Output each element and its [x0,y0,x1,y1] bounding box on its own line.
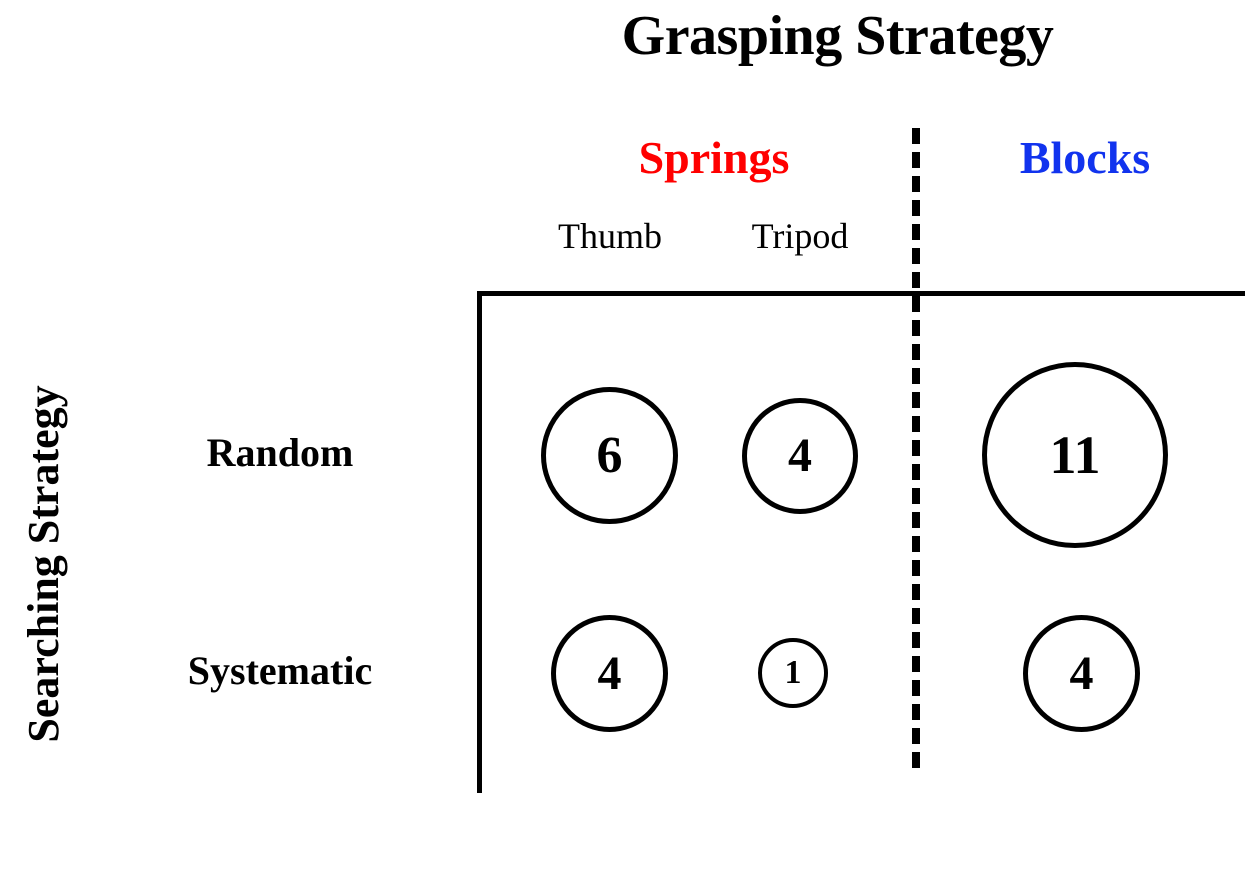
bubble-value-random-blocks: 11 [1049,425,1101,485]
bubble-value-systematic-blocks: 4 [1069,646,1094,700]
bubble-systematic-thumb: 4 [551,615,668,732]
bubble-random-thumb: 6 [541,387,678,524]
axis-line-vertical [477,291,482,793]
page-title: Grasping Strategy [621,5,1054,67]
bubble-value-random-thumb: 6 [596,426,623,484]
y-axis-title: Searching Strategy [19,385,68,743]
column-header-thumb: Thumb [558,216,662,256]
bubble-value-systematic-tripod: 1 [784,654,802,691]
column-header-tripod: Tripod [751,216,849,256]
row-label-random: Random [206,430,354,475]
bubble-systematic-tripod: 1 [758,638,828,708]
bubble-random-tripod: 4 [742,398,858,514]
bubble-random-blocks: 11 [982,362,1168,548]
bubble-value-systematic-thumb: 4 [597,646,622,700]
row-label-systematic: Systematic [187,648,373,693]
group-divider-dashed-line [912,128,920,768]
bubble-systematic-blocks: 4 [1023,615,1140,732]
bubble-value-random-tripod: 4 [788,429,812,482]
axis-line-horizontal [477,291,1245,296]
group-header-blocks: Blocks [1019,132,1151,183]
group-header-springs: Springs [638,132,790,183]
